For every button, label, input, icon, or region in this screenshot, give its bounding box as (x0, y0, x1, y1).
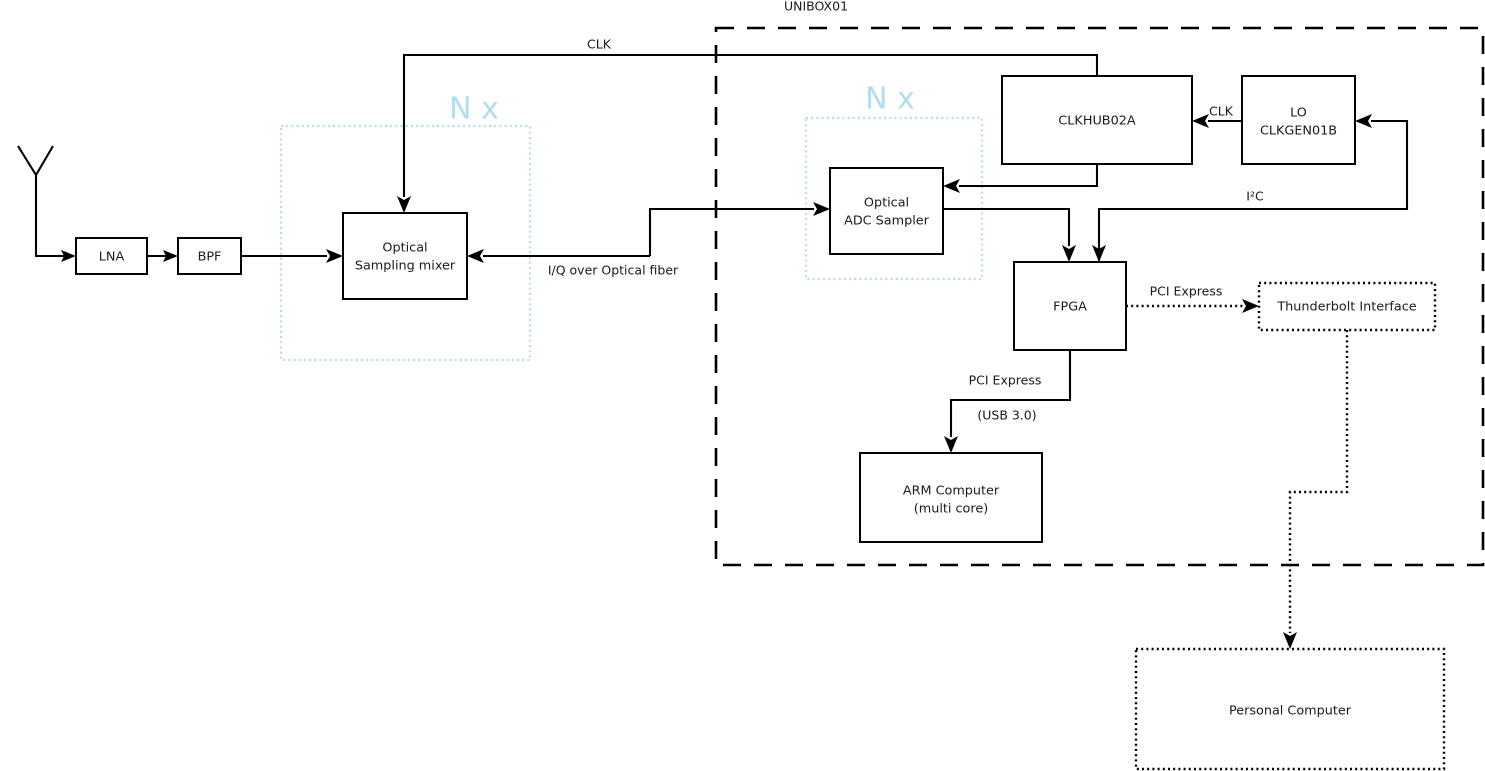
wire-thunderbolt-to-personal-computer (1283, 330, 1349, 649)
edge-label-pcie-arm: PCI Express (969, 373, 1042, 388)
block-lo-label-line2: CLKGEN01B (1260, 124, 1337, 139)
wire-fpga-to-lo-i2c (1097, 114, 1409, 262)
block-optical-adc-sampler[interactable] (829, 167, 944, 255)
wire-bpf-to-mixer (241, 249, 343, 263)
wire-lo-to-clkhub-clk (1192, 114, 1242, 128)
block-personal-computer[interactable] (1134, 647, 1446, 771)
block-optical-sampling-mixer[interactable] (342, 212, 468, 300)
edge-label-clk-lo: CLK (1209, 104, 1234, 119)
edge-label-i2c: I²C (1246, 189, 1264, 204)
block-adc-label-line2: ADC Sampler (844, 214, 930, 229)
block-mixer-label-line2: Sampling mixer (355, 259, 456, 274)
block-lo-label-line1: LO (1290, 106, 1307, 121)
wire-iq-optical-fiber-return (467, 249, 650, 263)
nx-group-right-box (804, 116, 984, 281)
block-lna[interactable] (75, 237, 148, 275)
antenna-icon (17, 145, 68, 258)
wire-iq-optical-fiber-forward (648, 202, 830, 256)
wire-fpga-to-arm-computer (944, 350, 1072, 453)
block-personal-computer-label: Personal Computer (1229, 704, 1352, 719)
edge-label-pcie-thunderbolt: PCI Express (1150, 284, 1223, 299)
wire-clkhub-to-adc-sampler (943, 164, 1099, 193)
block-bpf-label: BPF (198, 250, 222, 265)
wire-i2c-branch-into-fpga (1092, 245, 1106, 262)
nx-group-right-label: N x (865, 82, 915, 117)
wire-antenna-to-lna (36, 250, 76, 262)
block-thunderbolt-interface[interactable] (1257, 281, 1437, 332)
nx-group-left-box (279, 124, 532, 362)
block-clkhub02a-label: CLKHUB02A (1058, 114, 1136, 129)
block-lna-label: LNA (99, 250, 125, 265)
wire-adc-sampler-to-fpga (943, 207, 1076, 262)
block-mixer-label-line1: Optical (382, 241, 427, 256)
edge-label-clk-top: CLK (587, 37, 612, 52)
wire-lna-to-bpf (147, 250, 178, 262)
block-thunderbolt-label: Thunderbolt Interface (1276, 300, 1416, 315)
unibox01-title: UNIBOX01 (784, 0, 848, 14)
block-lo-clkgen01b[interactable] (1241, 75, 1356, 165)
block-arm-label-line1: ARM Computer (903, 484, 1000, 499)
block-arm-computer[interactable] (859, 452, 1043, 543)
unibox01-boundary (714, 26, 1485, 567)
block-arm-label-line2: (multi core) (914, 502, 988, 517)
nx-group-left-label: N x (449, 92, 499, 127)
block-fpga-label: FPGA (1053, 300, 1087, 315)
edge-label-iq-fiber: I/Q over Optical fiber (548, 263, 679, 278)
edge-label-usb3: (USB 3.0) (977, 408, 1036, 423)
wire-fpga-to-thunderbolt (1126, 299, 1259, 313)
block-adc-label-line1: Optical (864, 196, 909, 211)
wire-clk-to-mixer (397, 53, 1099, 213)
